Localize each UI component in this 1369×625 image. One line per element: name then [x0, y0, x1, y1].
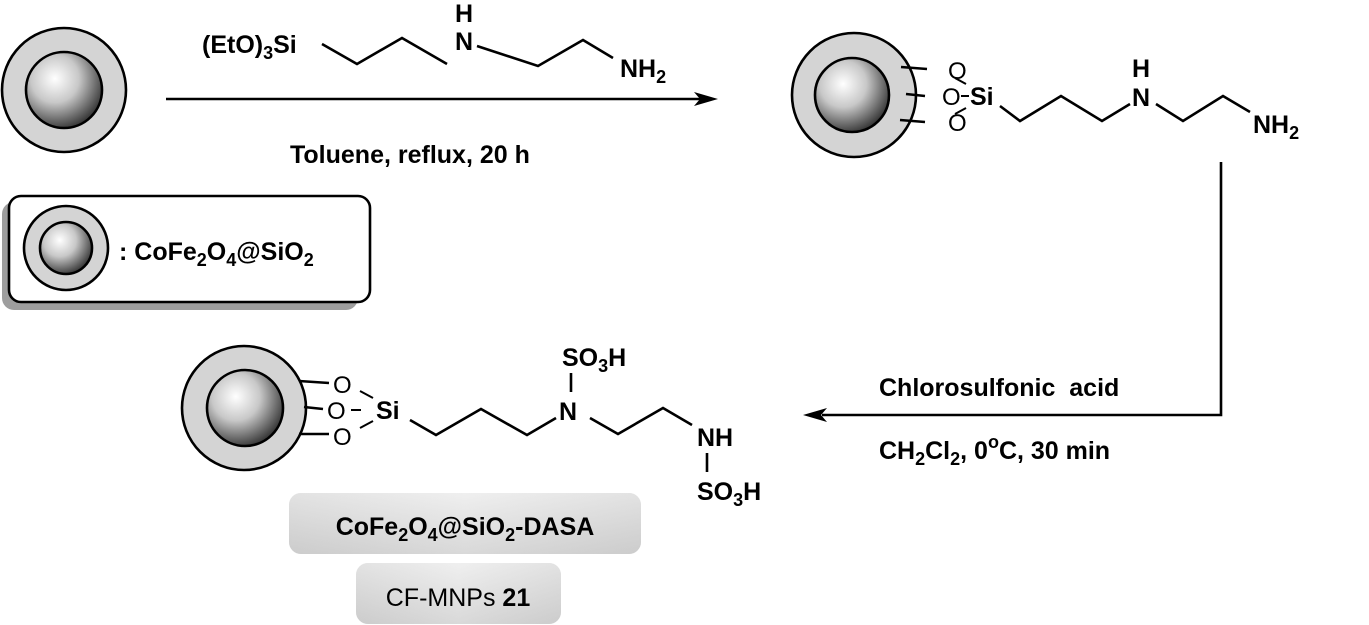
step2-conditions-part: o — [988, 432, 999, 452]
intermediate-linker: O O O Si H N NH2 — [899, 55, 1299, 143]
product-name-badge: CoFe2O4@SiO2-DASA — [289, 493, 641, 554]
ethyl-chain — [1155, 94, 1251, 123]
n-atom: N — [559, 398, 577, 426]
step2-conditions: CH2Cl2, 0oC, 30 min — [879, 432, 1110, 469]
legend-cofe2o4-core — [38, 220, 94, 276]
amine-subscript: 2 — [656, 67, 666, 87]
product-name-part: 4 — [428, 525, 438, 545]
intermediate-nanoparticle — [790, 31, 918, 159]
product-nanoparticle — [180, 344, 308, 472]
step2-reagent: Chlorosulfonic acid — [879, 374, 1119, 402]
product-code-label: CF-MNPs — [386, 584, 496, 612]
legend-formula-part: CoFe — [134, 238, 197, 266]
step2-conditions-part: 2 — [915, 449, 925, 469]
etoxy-prefix: (EtO) — [202, 31, 263, 59]
propyl-chain — [999, 94, 1131, 123]
legend-formula-part: 4 — [226, 250, 236, 270]
product-name-part: @SiO — [438, 513, 505, 541]
step1-reagent: (EtO)3Si H N NH2 — [202, 0, 666, 87]
step2-conditions-part: , 0 — [960, 437, 988, 465]
product-linker: O O O Si N SO3H NH SO3H — [298, 344, 761, 510]
legend-colon: : — [119, 238, 127, 266]
cofe2o4-core — [24, 50, 104, 130]
so3h-top: SO3H — [562, 344, 626, 376]
step2-conditions-part: C, 30 min — [999, 437, 1110, 465]
product-code-badge: CF-MNPs 21 — [356, 563, 561, 624]
legend-box: : CoFe2O4@SiO2 — [2, 194, 372, 310]
amine-group: NH — [1253, 111, 1289, 139]
silicon-atom: Si — [273, 31, 297, 59]
svg-text:NH2: NH2 — [1253, 111, 1299, 143]
cofe2o4-core — [205, 368, 285, 448]
svg-text:CF-MNPs 21: CF-MNPs 21 — [386, 584, 531, 612]
propyl-chain — [409, 407, 557, 437]
starting-nanoparticle — [0, 26, 128, 154]
product-name-part: -DASA — [515, 513, 594, 541]
amine-group: NH — [620, 55, 656, 83]
step1-arrow — [166, 92, 718, 106]
product-name-part: 2 — [505, 525, 515, 545]
product-name-part: 2 — [398, 525, 408, 545]
product-name-part: CoFe — [336, 513, 399, 541]
oxygen-2: O — [327, 398, 346, 425]
legend-formula-part: @SiO — [236, 238, 303, 266]
ethyl-chain — [476, 38, 614, 68]
propyl-chain — [321, 36, 448, 66]
silicon-atom: Si — [970, 83, 994, 111]
step2-conditions-part: CH — [879, 437, 915, 465]
oxygen-2: O — [942, 84, 961, 111]
step2-arrow — [803, 162, 1223, 422]
legend-formula-part: O — [207, 238, 226, 266]
svg-text:NH2: NH2 — [620, 55, 666, 87]
step1-conditions: Toluene, reflux, 20 h — [290, 141, 530, 169]
legend-formula-part: 2 — [197, 250, 207, 270]
svg-text:: CoFe2O4@SiO2: : CoFe2O4@SiO2 — [119, 238, 314, 270]
silicon-atom: Si — [376, 397, 400, 425]
so3h-bottom: SO3H — [697, 478, 761, 510]
arrowhead-left-icon — [803, 408, 827, 422]
cofe2o4-core — [813, 56, 891, 134]
arrowhead-right-icon — [694, 92, 718, 106]
oxygen-3: O — [948, 110, 967, 137]
etoxy-subscript: 3 — [263, 43, 273, 63]
svg-text:(EtO)3Si: (EtO)3Si — [202, 31, 297, 63]
nh-group: NH — [697, 424, 733, 452]
amine-subscript: 2 — [1289, 123, 1299, 143]
step2-conditions-part: 2 — [950, 449, 960, 469]
oxygen-1: O — [333, 372, 352, 399]
nh-nitrogen: N — [1132, 84, 1150, 112]
product-name: CoFe2O4@SiO2-DASA — [336, 513, 595, 545]
product-code-number: 21 — [502, 584, 530, 612]
legend-formula-part: 2 — [304, 250, 314, 270]
step2-conditions-part: Cl — [925, 437, 950, 465]
oxygen-3: O — [333, 424, 352, 451]
nh-hydrogen: H — [1132, 55, 1150, 83]
nh-nitrogen: N — [455, 28, 473, 56]
ethyl-chain — [589, 406, 693, 436]
oxygen-1: O — [948, 58, 967, 85]
nh-hydrogen: H — [455, 0, 473, 28]
product-name-part: O — [408, 513, 427, 541]
